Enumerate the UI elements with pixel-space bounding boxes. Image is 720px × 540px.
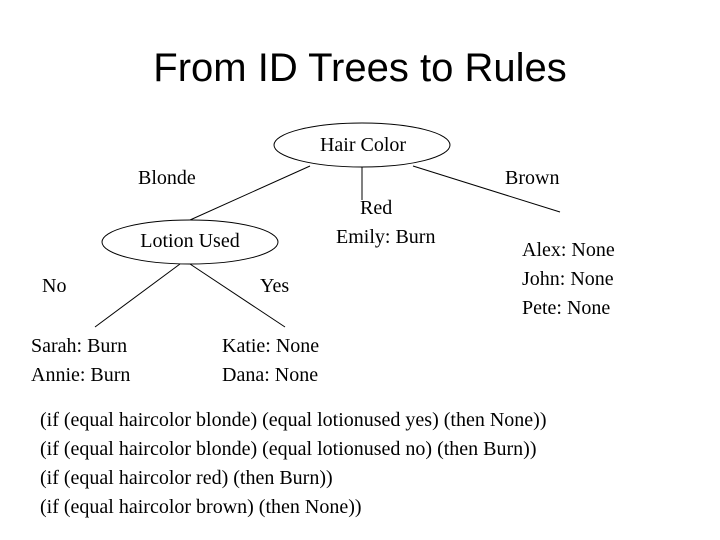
leaf-no-item: Annie: Burn: [31, 364, 131, 386]
leaf-brown-item: John: None: [522, 268, 614, 290]
leaf-no-item: Sarah: Burn: [31, 335, 128, 357]
leaf-brown-item: Alex: None: [522, 239, 615, 261]
branch-label-blonde: Blonde: [138, 167, 196, 189]
branch-label-brown: Brown: [505, 167, 560, 189]
edge-root-brown: [412, 165, 561, 213]
edge-lotion-no: [94, 263, 181, 328]
rules-list: (if (equal haircolor blonde) (equal loti…: [40, 406, 546, 522]
rule-line: (if (equal haircolor blonde) (equal loti…: [40, 438, 537, 460]
rule-line: (if (equal haircolor brown) (then None)): [40, 496, 362, 518]
branch-label-yes: Yes: [260, 275, 290, 297]
leaf-yes-item: Dana: None: [222, 364, 319, 386]
leaf-yes-item: Katie: None: [222, 335, 320, 357]
leaf-red-item: Emily: Burn: [336, 226, 436, 248]
edge-lotion-yes: [189, 263, 286, 328]
rule-line: (if (equal haircolor red) (then Burn)): [40, 467, 333, 489]
slide-title: From ID Trees to Rules: [153, 46, 567, 90]
branch-label-red: Red: [360, 197, 393, 219]
rule-line: (if (equal haircolor blonde) (equal loti…: [40, 409, 547, 431]
edge-root-blonde: [189, 165, 311, 221]
lotion-node-label: Lotion Used: [140, 230, 240, 252]
root-node-label: Hair Color: [319, 134, 407, 156]
leaf-brown-item: Pete: None: [522, 297, 611, 319]
branch-label-no: No: [42, 275, 67, 297]
